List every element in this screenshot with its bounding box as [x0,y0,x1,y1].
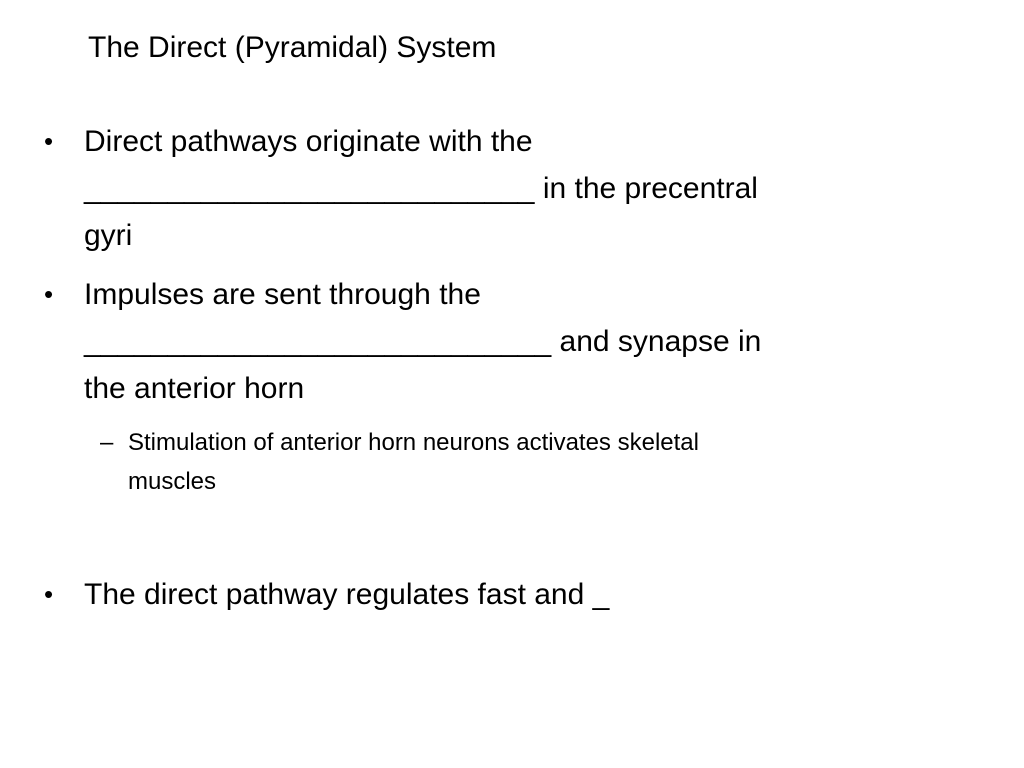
bullet-text-line: Direct pathways originate with the [84,125,533,158]
slide-title: The Direct (Pyramidal) System [88,31,497,64]
bullet-marker: • [44,279,54,309]
bullet-marker: • [44,579,54,609]
bullet-marker: • [44,126,54,156]
sub-bullet-item: – Stimulation of anterior horn neurons a… [100,423,699,501]
bullet-text-line: The direct pathway regulates fast and _ [84,578,610,611]
bullet-text-line: ____________________________ and synapse… [84,325,762,358]
bullet-text-line: Impulses are sent through the [84,278,481,311]
bullet-text-line: the anterior horn [84,372,305,405]
sub-bullet-marker: – [100,429,114,456]
bullet-item: • The direct pathway regulates fast and … [44,571,610,618]
bullet-item: • Impulses are sent through the ________… [44,271,762,412]
bullet-item: • Direct pathways originate with the ___… [44,118,758,259]
sub-bullet-text-line: Stimulation of anterior horn neurons act… [128,429,699,456]
sub-bullet-text-line: muscles [128,468,217,495]
bullet-text-line: gyri [84,219,133,252]
bullet-text-line: ___________________________ in the prece… [84,172,758,205]
